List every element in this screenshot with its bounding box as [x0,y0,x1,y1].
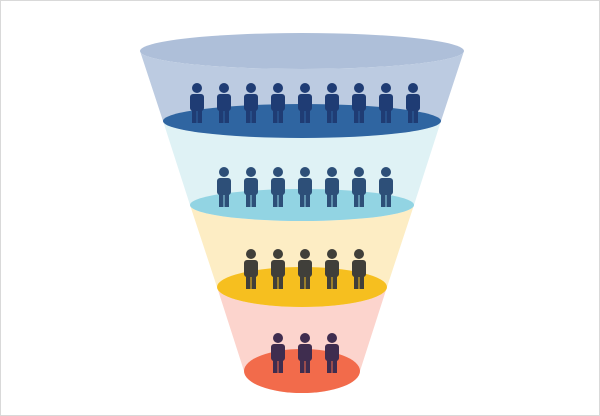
person-icon [271,249,285,289]
person-icon [271,167,285,207]
person-icon [298,333,312,373]
person-icon [298,167,312,207]
person-icon [379,83,393,123]
funnel-top-rim [140,33,464,69]
person-icon [352,249,366,289]
person-icon [298,249,312,289]
person-icon [244,167,258,207]
person-icon [271,83,285,123]
person-icon [325,83,339,123]
person-icon [298,83,312,123]
person-icon [379,167,393,207]
person-icon [352,83,366,123]
person-icon [325,249,339,289]
person-icon [244,249,258,289]
person-icon [406,83,420,123]
person-icon [190,83,204,123]
person-icon [352,167,366,207]
person-icon [217,83,231,123]
person-icon [325,167,339,207]
person-icon [217,167,231,207]
person-icon [325,333,339,373]
person-icon [244,83,258,123]
person-icon [271,333,285,373]
